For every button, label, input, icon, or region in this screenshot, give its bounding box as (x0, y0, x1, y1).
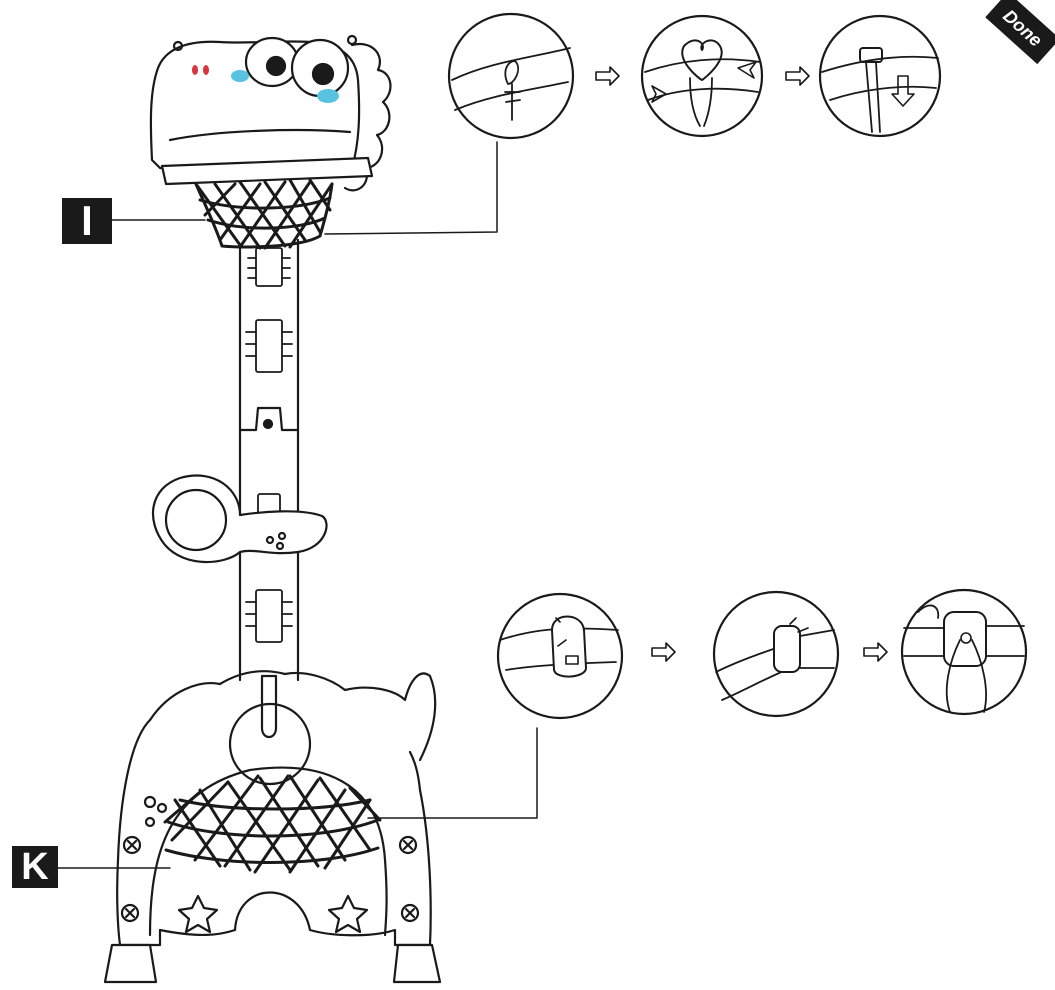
part-label-k: K (12, 846, 58, 888)
step-arrow-2 (785, 66, 810, 86)
rim-plate (160, 156, 374, 186)
net-clip-steps (496, 588, 1028, 720)
leader-net-clip (367, 727, 538, 819)
part-label-i: I (62, 197, 112, 244)
star-right (327, 894, 369, 934)
pole-clips (245, 247, 293, 643)
step-circle-3 (818, 14, 942, 138)
backboard (149, 34, 392, 192)
tear-right (317, 89, 339, 103)
ring-attachment (151, 474, 328, 564)
tear-left (231, 70, 249, 82)
dino-eyes (244, 36, 350, 98)
pole (238, 238, 300, 682)
leader-net-attach (324, 141, 498, 235)
step-circle-1 (447, 12, 575, 140)
step-arrow-1 (595, 66, 620, 86)
step-arrow-4 (863, 642, 888, 662)
base-bolts (120, 835, 420, 923)
goal-net (163, 774, 382, 874)
step-circle-2 (640, 14, 764, 138)
star-left (177, 894, 219, 934)
step-arrow-3 (651, 642, 676, 662)
hoop-net (194, 178, 334, 250)
net-attach-steps (447, 12, 942, 140)
goal-base (103, 670, 442, 984)
